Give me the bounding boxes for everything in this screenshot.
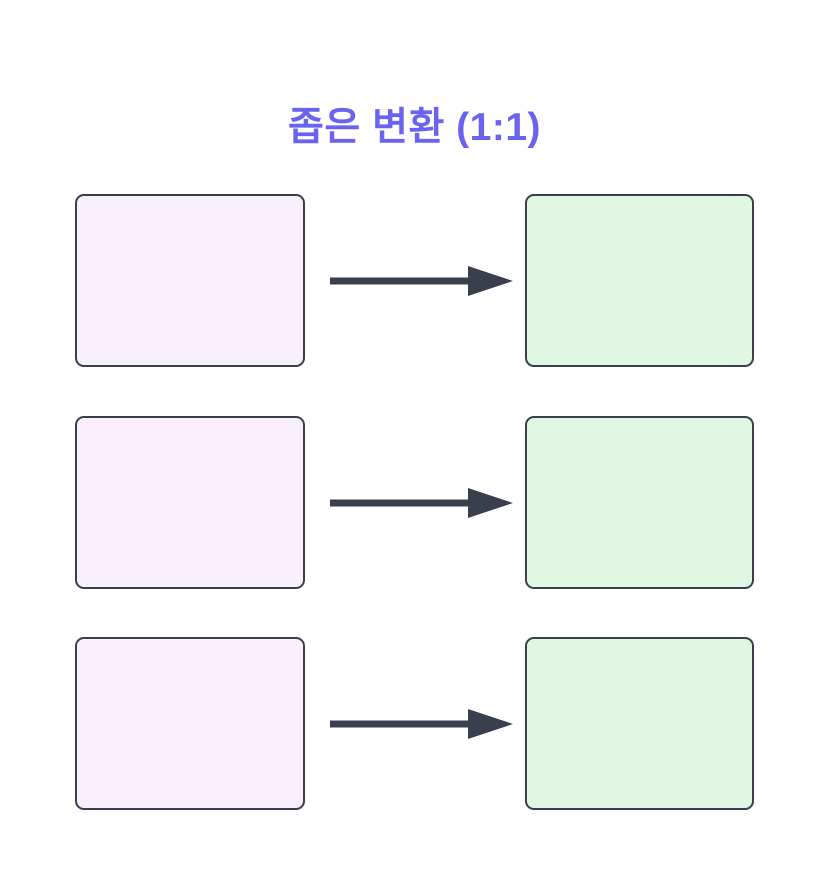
arrow-right-icon xyxy=(330,709,513,739)
source-box-1 xyxy=(75,194,305,367)
arrow-right-icon xyxy=(330,488,513,518)
arrow-right-icon xyxy=(330,266,513,296)
target-box-2 xyxy=(525,416,754,589)
target-box-1 xyxy=(525,194,754,367)
target-box-3 xyxy=(525,637,754,810)
source-box-2 xyxy=(75,416,305,589)
diagram-title: 좁은 변환 (1:1) xyxy=(287,106,542,149)
source-box-3 xyxy=(75,637,305,810)
